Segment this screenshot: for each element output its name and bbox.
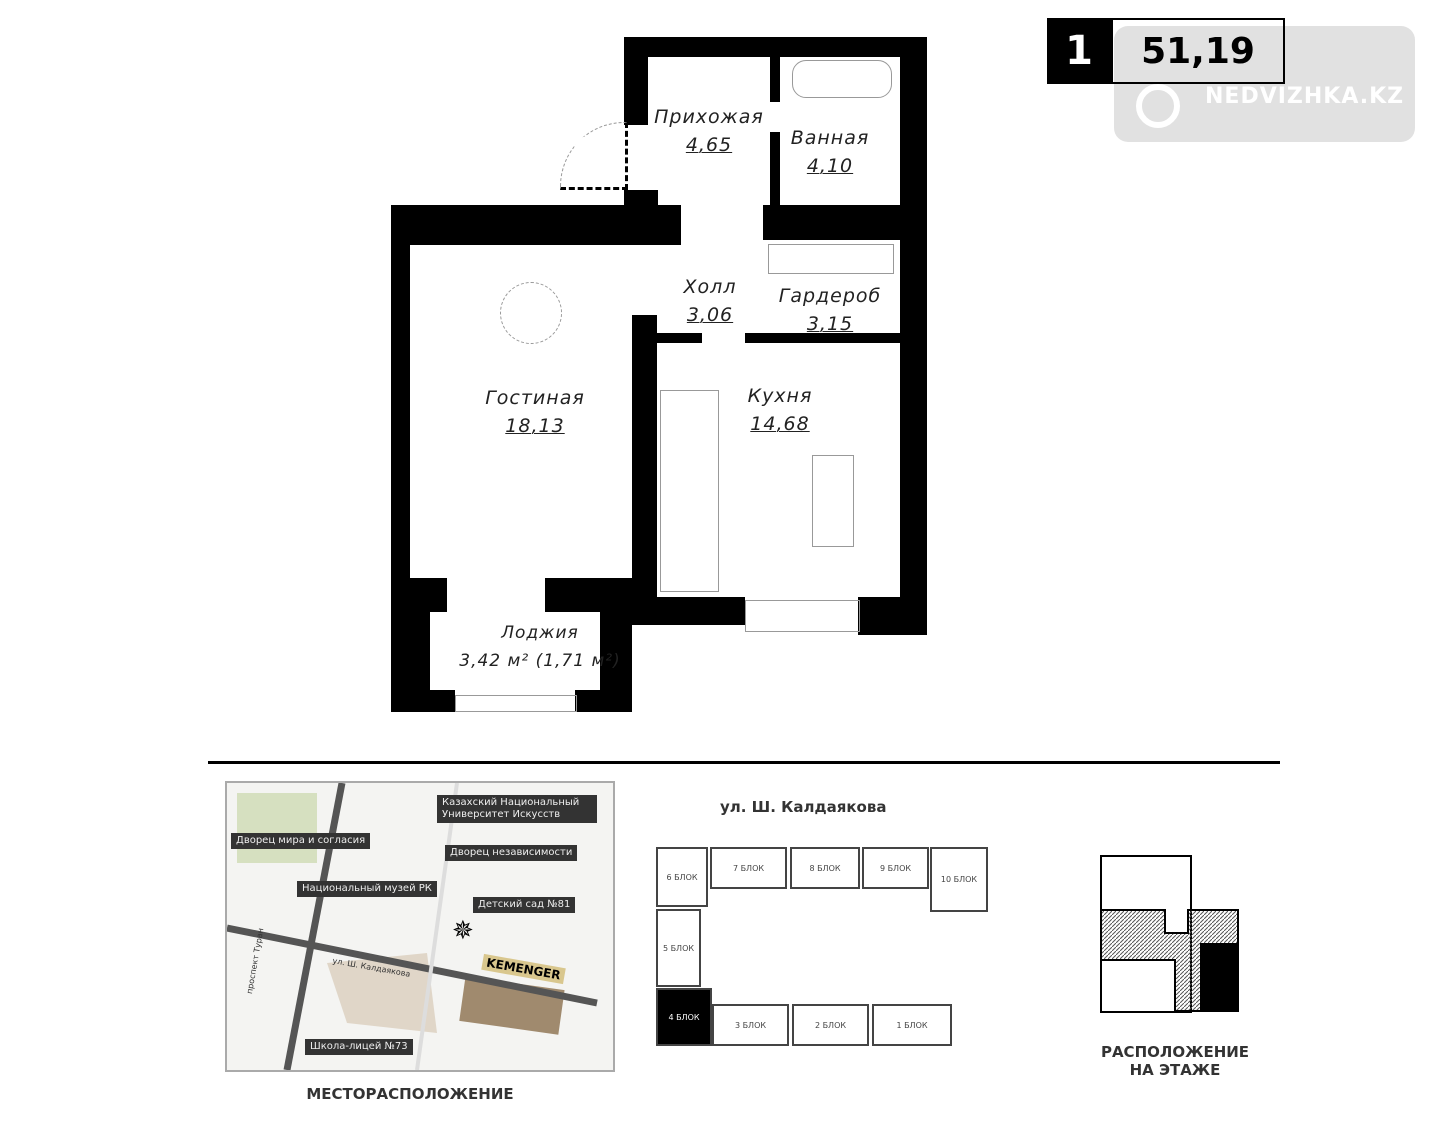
block-7: 7 БЛОК (710, 847, 787, 889)
wall (745, 333, 900, 343)
map-roads (227, 783, 598, 1070)
block-1: 1 БЛОК (872, 1004, 952, 1046)
total-area-badge: 51,19 (1111, 18, 1285, 84)
entrance-door[interactable] (560, 122, 628, 190)
bathtub (792, 60, 892, 98)
wall (624, 37, 927, 57)
block-8: 8 БЛОК (790, 847, 860, 889)
watermark-text: NEDVIZHKA.KZ (1205, 84, 1405, 109)
wall (657, 333, 702, 343)
wall (600, 578, 632, 712)
kitchen-counter (660, 390, 719, 592)
block-10: 10 БЛОК (930, 847, 988, 912)
rooms-count-badge: 1 (1047, 18, 1111, 84)
map-label-palace-independence: Дворец независимости (445, 845, 578, 861)
block-2: 2 БЛОК (792, 1004, 869, 1046)
map-label-palace-peace: Дворец мира и согласия (231, 833, 371, 849)
wall (763, 205, 900, 240)
house-logo-icon (1136, 84, 1180, 128)
block-4-selected: 4 БЛОК (656, 988, 712, 1046)
wall (624, 37, 648, 125)
wall (657, 597, 745, 625)
block-6: 6 БЛОК (656, 847, 708, 907)
divider (208, 761, 1280, 764)
kitchen-window (745, 600, 860, 632)
map-label-kindergarten: Детский сад №81 (473, 897, 576, 913)
floor-position-caption: РАСПОЛОЖЕНИЕ НА ЭТАЖЕ (1080, 1043, 1270, 1079)
wall (391, 578, 430, 712)
map-caption: МЕСТОРАСПОЛОЖЕНИЕ (306, 1085, 514, 1103)
wall (900, 37, 927, 635)
location-map: Казахский Национальный Университет Искус… (225, 781, 615, 1072)
wall (770, 57, 780, 102)
wall (632, 315, 657, 625)
block-9: 9 БЛОК (862, 847, 929, 889)
wardrobe (768, 244, 894, 274)
dining-table (812, 455, 854, 547)
wall (391, 690, 455, 712)
map-label-university: Казахский Национальный Университет Искус… (437, 795, 597, 823)
wall (624, 190, 658, 245)
floor-position-diagram (1100, 855, 1239, 1013)
wall (770, 132, 780, 207)
block-5: 5 БЛОК (656, 909, 701, 987)
wall (858, 597, 927, 635)
block-3: 3 БЛОК (712, 1004, 789, 1046)
wall (575, 690, 632, 712)
floor-position-caption-line2: НА ЭТАЖЕ (1129, 1061, 1221, 1079)
map-label-school: Школа-лицей №73 (305, 1039, 413, 1055)
blocks-street-label: ул. Ш. Калдаякова (720, 798, 887, 816)
loggia-window (455, 695, 577, 712)
ceiling-lamp (500, 282, 562, 344)
map-label-museum: Национальный музей РК (297, 881, 437, 897)
floor-position-caption-line1: РАСПОЛОЖЕНИЕ (1100, 1043, 1250, 1061)
compass-icon: ✵ (452, 916, 474, 946)
